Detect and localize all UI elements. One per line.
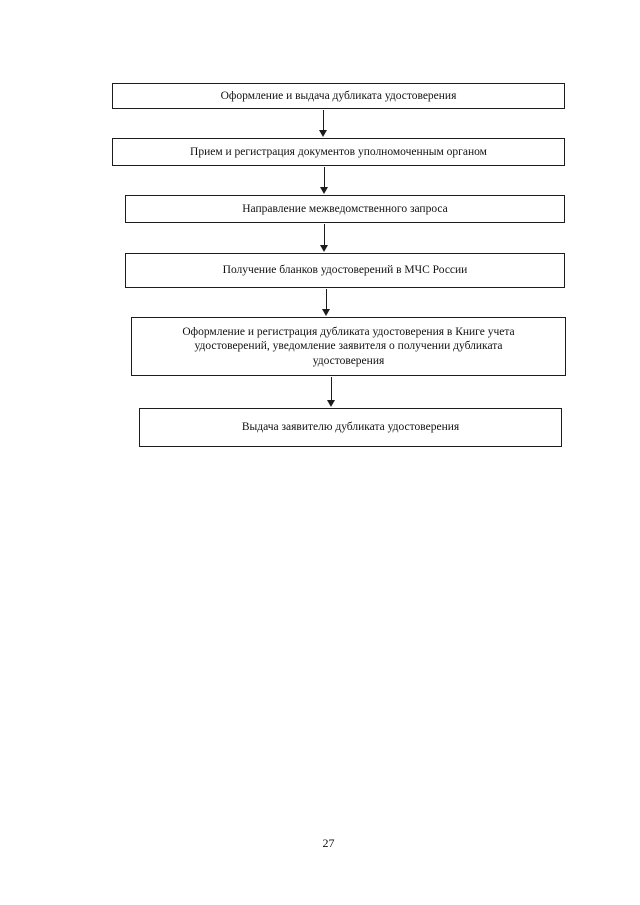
flow-step-receive-register-documents: Прием и регистрация документов уполномоч… (112, 138, 565, 166)
flow-step-obtain-blanks: Получение бланков удостоверений в МЧС Ро… (125, 253, 565, 288)
arrow-line (324, 224, 325, 247)
arrow-down-icon (320, 224, 329, 252)
flow-step-issue-to-applicant: Выдача заявителю дубликата удостоверения (139, 408, 562, 447)
flow-step-issue-duplicate: Оформление и выдача дубликата удостовере… (112, 83, 565, 109)
arrow-head (320, 187, 328, 194)
arrow-down-icon (327, 377, 336, 407)
arrow-head (322, 309, 330, 316)
arrow-head (327, 400, 335, 407)
arrow-head (319, 130, 327, 137)
flow-step-interagency-request: Направление межведомственного запроса (125, 195, 565, 223)
flow-step-register-duplicate-notify: Оформление и регистрация дубликата удост… (131, 317, 566, 376)
arrow-line (326, 289, 327, 311)
arrow-line (331, 377, 332, 402)
arrow-line (324, 167, 325, 189)
arrow-down-icon (322, 289, 331, 316)
page-number: 27 (322, 836, 335, 850)
arrow-down-icon (319, 110, 328, 137)
arrow-head (320, 245, 328, 252)
arrow-down-icon (320, 167, 329, 194)
arrow-line (323, 110, 324, 132)
